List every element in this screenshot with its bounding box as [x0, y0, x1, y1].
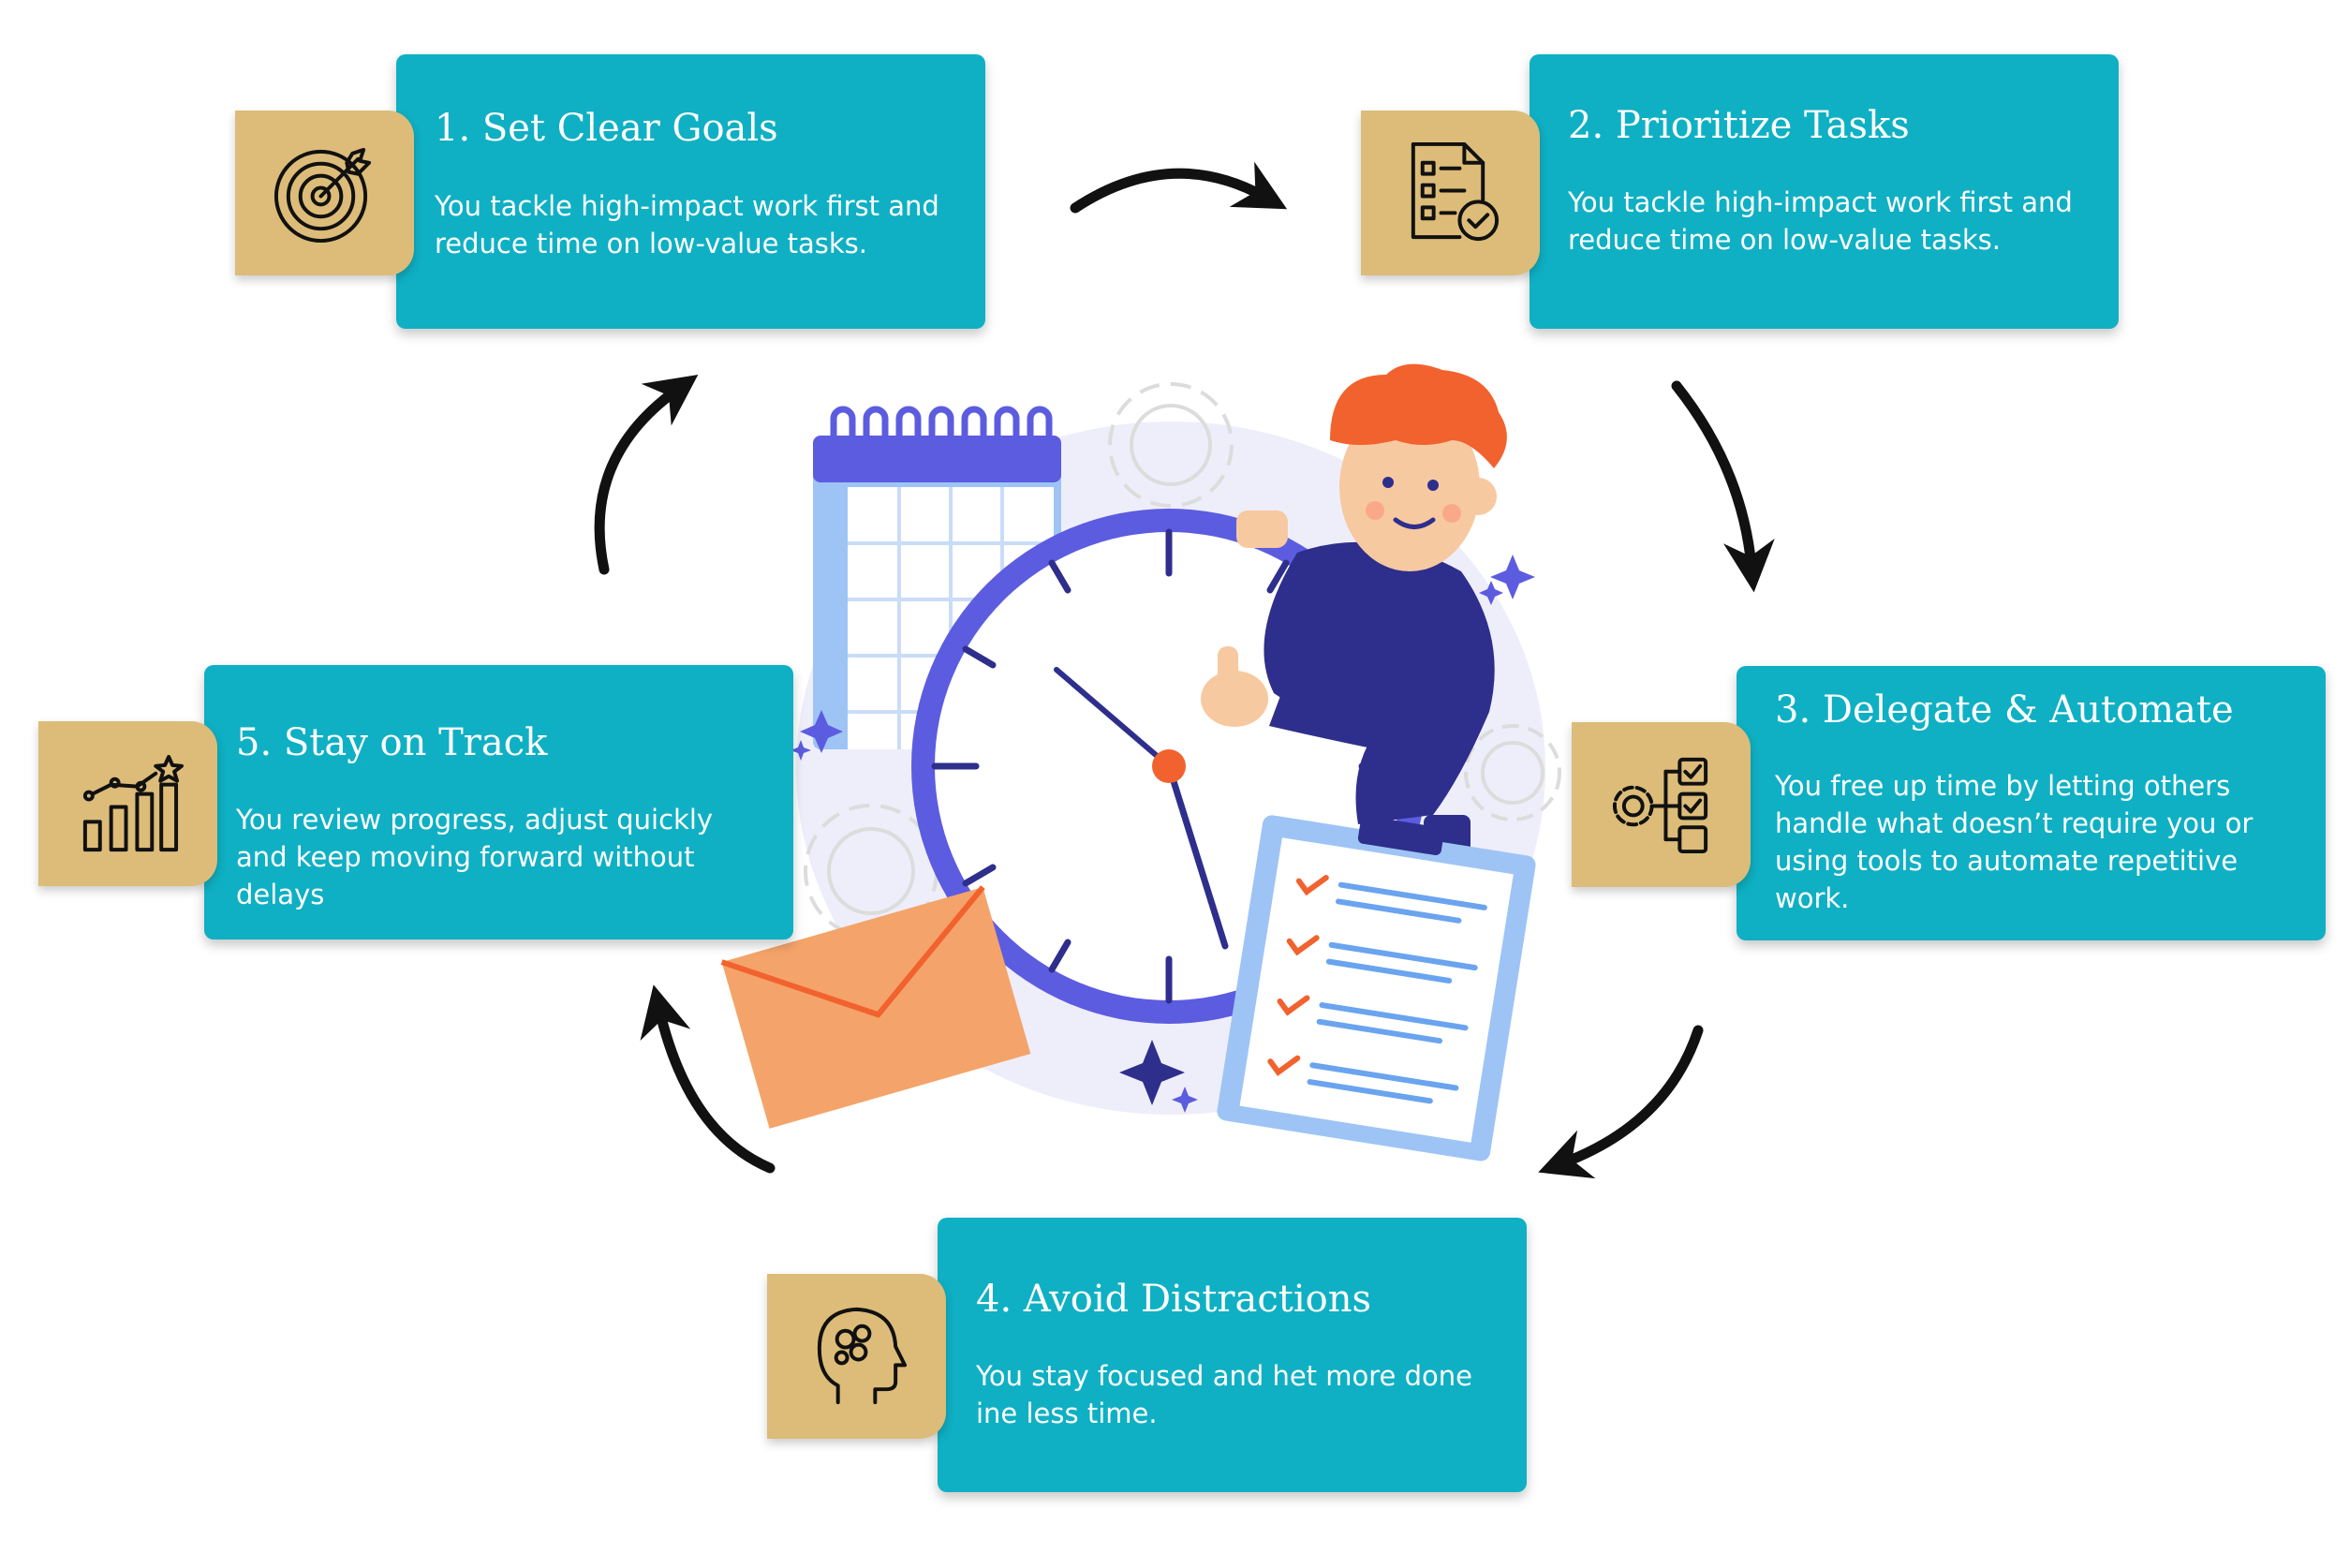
step-description: You free up time by letting others handl… [1775, 770, 2254, 914]
arrow-1-to-2 [1070, 161, 1288, 214]
step-title: 4. Avoid Distractions [976, 1278, 1372, 1321]
arrow-4-to-5 [640, 984, 776, 1174]
growth-chart-icon [82, 754, 184, 852]
step-2-icon-box [1361, 111, 1540, 275]
target-icon [273, 147, 372, 244]
step-title: 5. Stay on Track [236, 721, 548, 764]
step-title: 1. Set Clear Goals [435, 107, 778, 150]
step-description: You tackle high-impact work first and re… [435, 190, 939, 259]
step-3-icon-box [1572, 722, 1751, 887]
arrow-5-to-1 [594, 374, 699, 575]
step-5-icon-box [38, 721, 217, 886]
sparkle-icon [791, 555, 1535, 1113]
arrow-3-to-4 [1538, 1025, 1704, 1179]
step-description: You review progress, adjust quickly and … [236, 804, 714, 910]
step-1-icon-box [235, 111, 414, 275]
checklist-icon [1411, 141, 1500, 242]
step-4-icon-box [767, 1274, 946, 1439]
step-title: 2. Prioritize Tasks [1568, 104, 1910, 147]
step-card-4: 4. Avoid Distractions You stay focused a… [938, 1218, 1527, 1492]
step-card-1: 1. Set Clear Goals You tackle high-impac… [396, 54, 985, 329]
person-illustration [1201, 363, 1507, 871]
gear-checklist-icon [1612, 757, 1708, 854]
step-card-2: 2. Prioritize Tasks You tackle high-impa… [1530, 54, 2119, 329]
brain-head-icon [817, 1307, 908, 1405]
step-title: 3. Delegate & Automate [1775, 688, 2234, 732]
step-description: You stay focused and het more done ine l… [976, 1360, 1472, 1429]
arrow-2-to-3 [1671, 380, 1775, 593]
step-description: You tackle high-impact work first and re… [1568, 186, 2073, 256]
step-card-5: 5. Stay on Track You review progress, ad… [204, 665, 793, 939]
clipboard-icon [1217, 815, 1536, 1161]
step-card-3: 3. Delegate & Automate You free up time … [1737, 666, 2326, 940]
envelope-icon [720, 885, 1031, 1129]
